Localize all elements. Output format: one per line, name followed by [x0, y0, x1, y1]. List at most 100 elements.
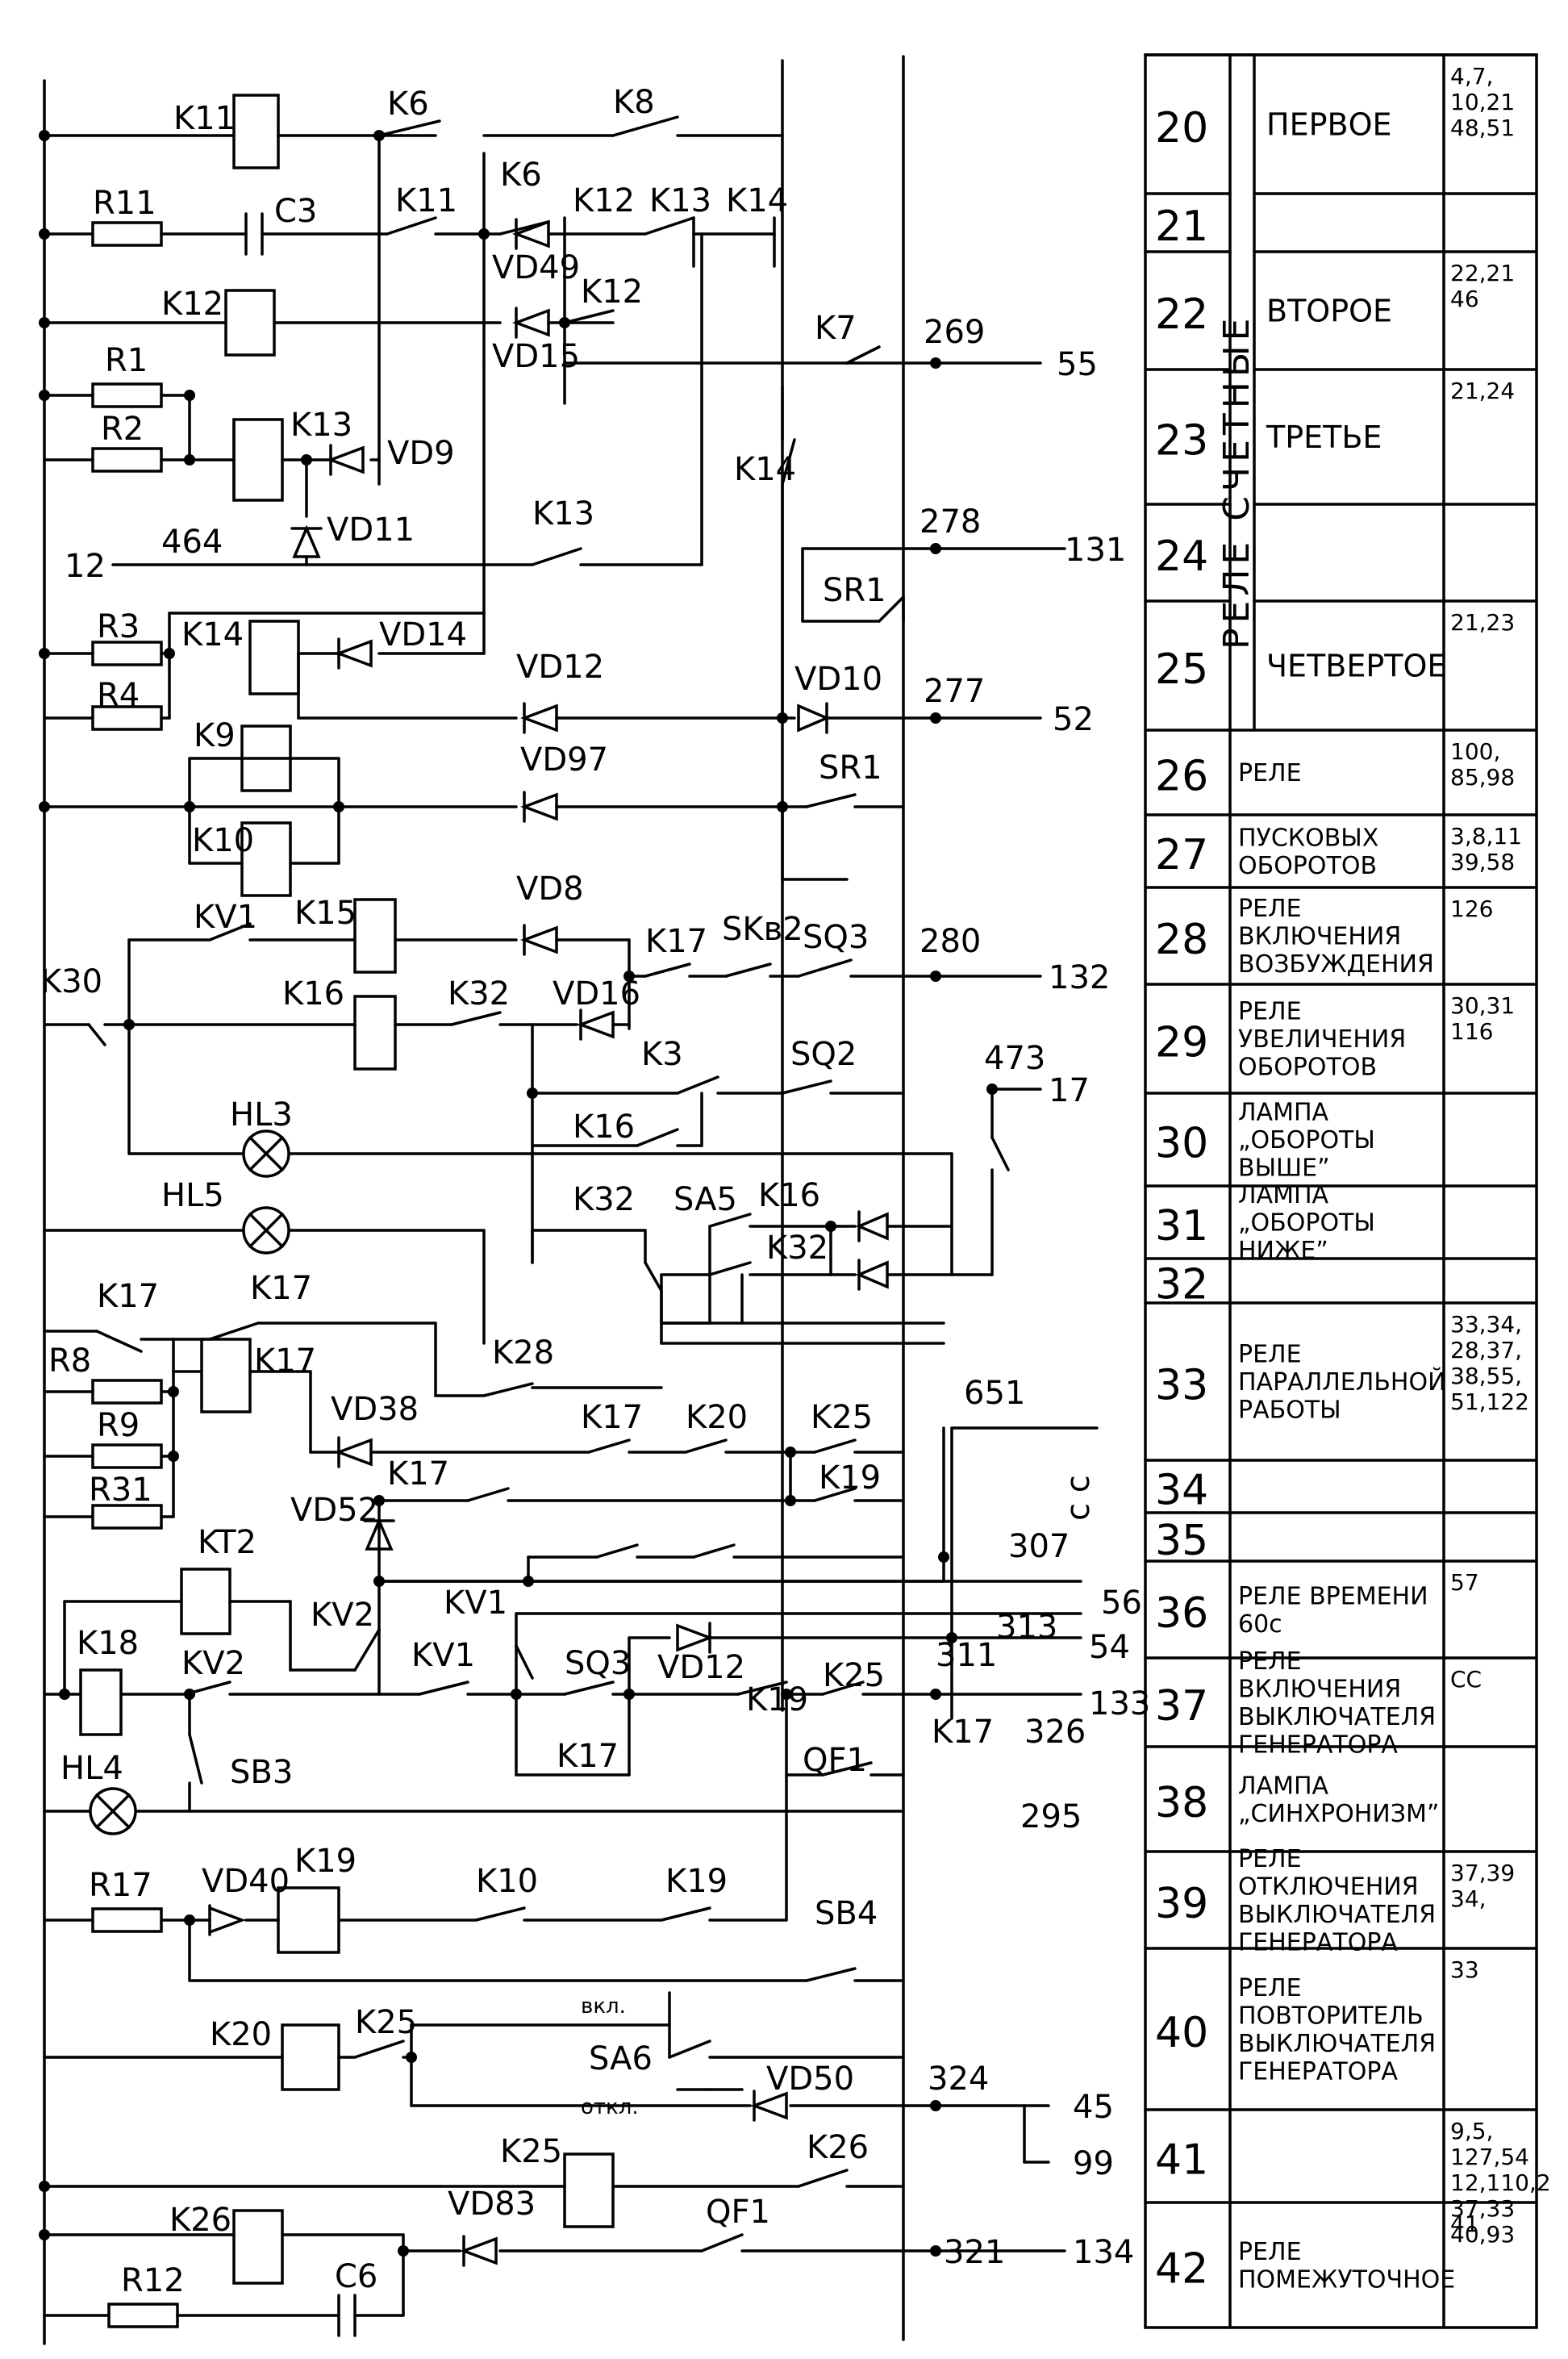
table-row-number: 29 [1155, 1019, 1208, 1067]
table-row-reference: 12,110,2 [1450, 2169, 1551, 2196]
table-row-description: ОТКЛЮЧЕНИЯ [1238, 1873, 1419, 1901]
table-row-reference: 9,5, [1450, 2118, 1493, 2144]
label-K26: K26 [807, 2129, 869, 2166]
label-VD83: VD83 [448, 2186, 536, 2223]
table-row-reference: 57 [1450, 1569, 1479, 1596]
table-row-description: „ОБОРОТЫ [1238, 1126, 1375, 1154]
table-row-reference: 116 [1450, 1018, 1493, 1045]
table-row-reference: 48,51 [1450, 115, 1515, 141]
label-99: 99 [1073, 2145, 1114, 2182]
label-295: 295 [1020, 1798, 1082, 1835]
label-R12: R12 [121, 2262, 185, 2299]
table-row-description: УВЕЛИЧЕНИЯ [1238, 1025, 1406, 1054]
table-row-number: 39 [1155, 1880, 1208, 1928]
label-K15: K15 [294, 895, 357, 932]
label-134: 134 [1073, 2234, 1134, 2271]
table-row-description: РЕЛЕ ВРЕМЕНИ [1238, 1582, 1428, 1610]
table-row-number: 33 [1155, 1362, 1208, 1410]
label-C3: C3 [274, 193, 317, 230]
table-row-description: РЕЛЕ [1238, 1341, 1302, 1369]
label-269: 269 [924, 314, 985, 351]
label-K17: K17 [645, 923, 707, 960]
table-row-description: ЛАМПА [1238, 1099, 1329, 1127]
label-VD52: VD52 [290, 1492, 378, 1529]
label-K19b: K19 [746, 1681, 808, 1718]
label-K28: K28 [492, 1334, 554, 1372]
label-VD9: VD9 [387, 435, 455, 472]
table-row-description: ВОЗБУЖДЕНИЯ [1238, 950, 1434, 979]
table-row-description: ПЕРВОЕ [1266, 106, 1392, 142]
label-VD97: VD97 [520, 741, 608, 779]
table-row-number: 36 [1155, 1589, 1208, 1638]
label-K32b: K32 [573, 1181, 635, 1218]
label-K11: K11 [173, 100, 236, 137]
label-54: 54 [1089, 1629, 1130, 1666]
table-row-reference: 38,55, [1450, 1363, 1522, 1389]
table-row-description: РЕЛЕ [1238, 759, 1302, 787]
table-row-description: ВЫКЛЮЧАТЕЛЯ [1238, 2030, 1436, 2058]
label-55: 55 [1057, 346, 1098, 383]
table-row-reference: 51,122 [1450, 1388, 1529, 1415]
table-row-reference: 30,31 [1450, 992, 1515, 1019]
label-K17g: K17 [932, 1714, 994, 1751]
table-row-number: 34 [1155, 1467, 1208, 1515]
label-52: 52 [1053, 701, 1094, 738]
label-R9: R9 [97, 1407, 140, 1444]
label-VD49: VD49 [492, 249, 580, 286]
table-row-description: РЕЛЕ [1238, 2238, 1302, 2266]
label-K12c: K12 [581, 273, 643, 311]
table-row-reference: 39,58 [1450, 849, 1515, 875]
table-row-number: 32 [1155, 1261, 1208, 1309]
label-SQ3b: SQ3 [565, 1645, 631, 1682]
resistors [91, 221, 179, 2328]
table-row-description: ПАРАЛЛЕЛЬНОЙ [1238, 1367, 1446, 1397]
table-row-description: 60с [1238, 1610, 1282, 1639]
label-VD12b: VD12 [657, 1649, 745, 1686]
table-row-description: РЕЛЕ [1238, 895, 1302, 923]
label-R3: R3 [97, 608, 140, 645]
table-row-reference: 28,37, [1450, 1337, 1522, 1363]
label-K18: K18 [77, 1625, 139, 1662]
table-row-description: РЕЛЕ [1238, 998, 1302, 1026]
label-VD40: VD40 [202, 1863, 290, 1900]
label-K16c: K16 [758, 1177, 820, 1214]
label-K16: K16 [282, 975, 344, 1012]
table-row-reference: 21,24 [1450, 378, 1515, 404]
table-row-description: ВКЛЮЧЕНИЯ [1238, 1675, 1401, 1703]
label-K25: K25 [811, 1399, 873, 1436]
label-K20: K20 [686, 1399, 748, 1436]
capacitors [244, 212, 357, 2337]
label-651: 651 [964, 1375, 1025, 1412]
label-473: 473 [984, 1040, 1045, 1077]
label-464: 464 [161, 524, 223, 561]
label-K19c: K19 [294, 1843, 357, 1880]
table-row-description: ПОМЕЖУТОЧНОЕ [1238, 2265, 1455, 2294]
table-row-reference: 10,21 [1450, 89, 1515, 115]
label-K13b: K13 [290, 407, 352, 444]
component-labels: K11 K6 K8 R11 C3 K11 K6 K12 K13 K14 VD49… [40, 84, 1150, 2299]
table-row-description: ОБОРОТОВ [1238, 852, 1377, 880]
table-row-number: 21 [1155, 202, 1208, 251]
label-KV1: KV1 [194, 899, 257, 936]
table-row-number: 26 [1155, 753, 1208, 801]
label-K8: K8 [613, 84, 655, 121]
table-row-description: ВЫШЕ” [1238, 1154, 1330, 1183]
label-K32: K32 [448, 975, 510, 1012]
table-row-description: ГЕНЕРАТОРА [1238, 1928, 1398, 1956]
label-307: 307 [1008, 1528, 1070, 1565]
table-row-number: 23 [1155, 417, 1208, 466]
label-VD16: VD16 [553, 975, 640, 1012]
label-K12b: K12 [161, 286, 223, 323]
label-SA6: SA6 [589, 2040, 653, 2077]
label-KT2: KT2 [198, 1524, 256, 1561]
table-row-number: 42 [1155, 2245, 1208, 2294]
label-vkl: вкл. [581, 1994, 626, 2019]
label-R2: R2 [101, 411, 144, 448]
label-KV1b: KV1 [444, 1584, 507, 1622]
label-324: 324 [928, 2060, 989, 2098]
table-row-reference: 85,98 [1450, 764, 1515, 791]
label-K17d: K17 [254, 1342, 316, 1380]
label-313: 313 [996, 1609, 1057, 1646]
table-row-number: 38 [1155, 1779, 1208, 1827]
